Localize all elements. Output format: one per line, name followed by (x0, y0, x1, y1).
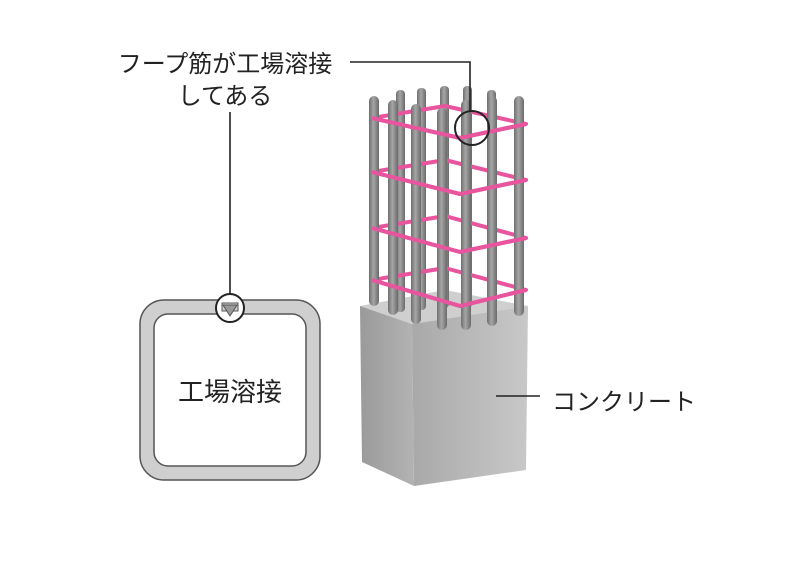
inset-label: 工場溶接 (177, 378, 282, 408)
weld-bead-icon (222, 304, 238, 317)
rebar-front-row (369, 96, 524, 330)
leader-lines (229, 61, 540, 397)
hoop-cross-section-inset (139, 293, 321, 481)
hoop-front-segments (371, 116, 527, 309)
concrete-block (360, 290, 528, 486)
weld-callout-line2: してある (177, 82, 273, 110)
weld-callout-line1: フープ筋が工場溶接 (117, 50, 333, 78)
weld-highlight-circle (454, 110, 490, 146)
concrete-label: コンクリート (552, 388, 696, 416)
